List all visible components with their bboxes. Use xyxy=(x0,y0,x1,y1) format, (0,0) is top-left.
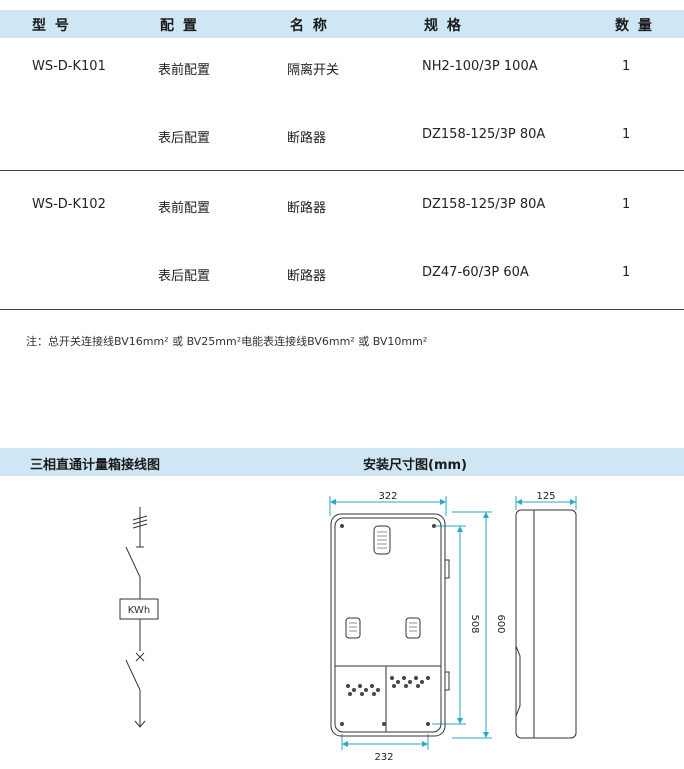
row3-model: WS-D-K102 xyxy=(32,197,106,212)
row2-spec: DZ158-125/3P 80A xyxy=(422,127,546,142)
row1-spec: NH2-100/3P 100A xyxy=(422,59,538,74)
header-qty: 数 量 xyxy=(615,18,654,34)
row2-qty: 1 xyxy=(622,127,631,142)
breaker-blade xyxy=(125,659,141,691)
dimension-diagram: 322 125 232 508 600 xyxy=(329,491,577,763)
handle-right xyxy=(405,617,421,639)
wiring-note: 注：总开关连接线BV16mm² 或 BV25mm²电能表连接线BV6mm² 或 … xyxy=(26,335,428,348)
row3-spec: DZ158-125/3P 80A xyxy=(422,197,546,212)
dim-width-label: 322 xyxy=(378,491,397,502)
table-bottom-rule xyxy=(0,309,684,310)
box-side-view xyxy=(515,509,577,739)
row1-model: WS-D-K101 xyxy=(32,59,106,74)
row4-spec: DZ47-60/3P 60A xyxy=(422,265,529,280)
row3-qty: 1 xyxy=(622,197,631,212)
row3-name: 断路器 xyxy=(287,201,327,216)
header-spec: 规 格 xyxy=(424,18,463,34)
fuse-tick xyxy=(132,515,148,521)
dim-height-label: 600 xyxy=(495,614,506,633)
meter-window xyxy=(373,525,391,555)
box-front-view xyxy=(330,513,450,737)
row4-config: 表后配置 xyxy=(158,269,211,284)
row4-name: 断路器 xyxy=(287,269,327,284)
dim-mount-width-label: 232 xyxy=(374,752,393,763)
row3-config: 表前配置 xyxy=(158,201,211,216)
dim-mount-height-label: 508 xyxy=(469,614,480,633)
row1-config: 表前配置 xyxy=(158,63,211,78)
row-divider xyxy=(0,170,684,171)
row2-name: 断路器 xyxy=(287,131,327,146)
kwh-meter-box xyxy=(119,598,159,620)
dim-depth-label: 125 xyxy=(536,491,555,502)
isolator-blade xyxy=(125,546,141,578)
row2-config: 表后配置 xyxy=(158,131,211,146)
row1-qty: 1 xyxy=(622,59,631,74)
row1-name: 隔离开关 xyxy=(287,63,340,78)
wiring-diagram-title: 三相直通计量箱接线图 xyxy=(30,458,161,473)
row4-qty: 1 xyxy=(622,265,631,280)
kwh-label: KWh xyxy=(128,605,150,616)
header-config: 配 置 xyxy=(160,18,199,34)
table-header: 型 号 配 置 名 称 规 格 数 量 xyxy=(0,10,684,38)
section-header: 三相直通计量箱接线图 安装尺寸图(mm) xyxy=(0,448,684,476)
header-model: 型 号 xyxy=(32,18,71,34)
dimension-diagram-title: 安装尺寸图(mm) xyxy=(363,458,467,473)
header-name: 名 称 xyxy=(290,18,329,34)
handle-left xyxy=(345,617,361,639)
wiring-diagram: KWh xyxy=(119,507,159,728)
